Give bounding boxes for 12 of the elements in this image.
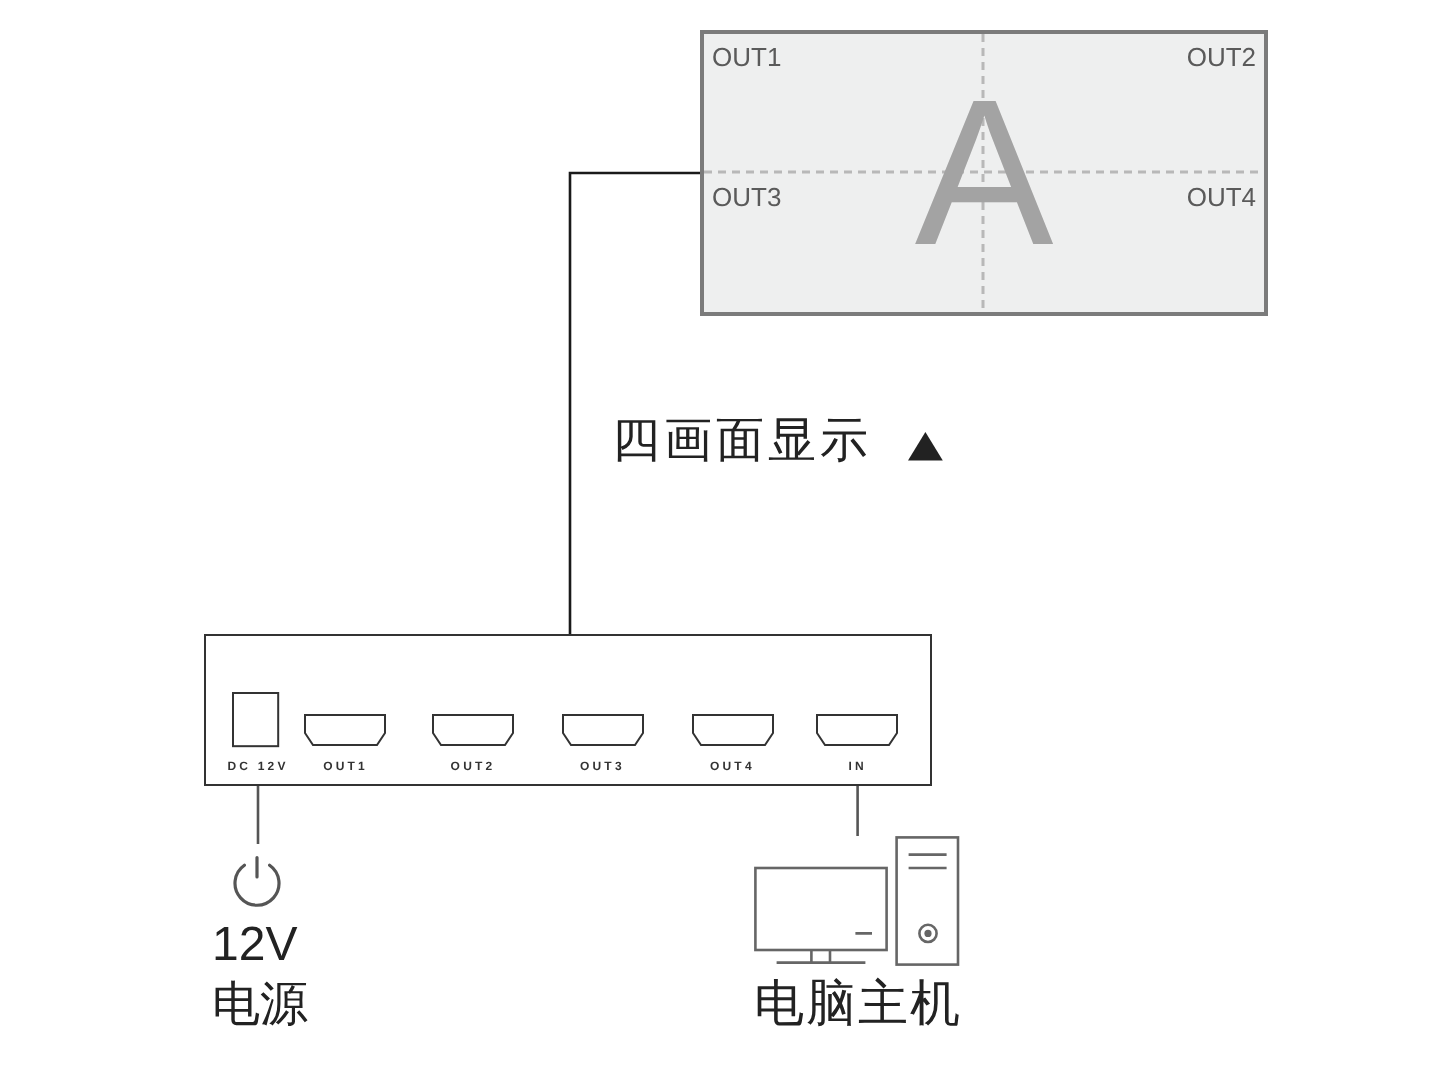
output-label: OUT3	[712, 182, 782, 212]
large-letter: A	[914, 70, 1054, 278]
output-label: OUT1	[712, 42, 782, 72]
connection-line	[568, 171, 700, 634]
display-mode-label: 四画面显示	[612, 414, 872, 470]
output-label: OUT2	[1186, 42, 1256, 72]
connection-line	[256, 784, 260, 844]
splitter-device	[204, 634, 932, 786]
computer-label: 电脑主机	[754, 976, 962, 1032]
output-label: OUT4	[1186, 182, 1256, 212]
power-label: 12V 电源	[212, 915, 310, 1035]
connection-line	[856, 784, 859, 836]
